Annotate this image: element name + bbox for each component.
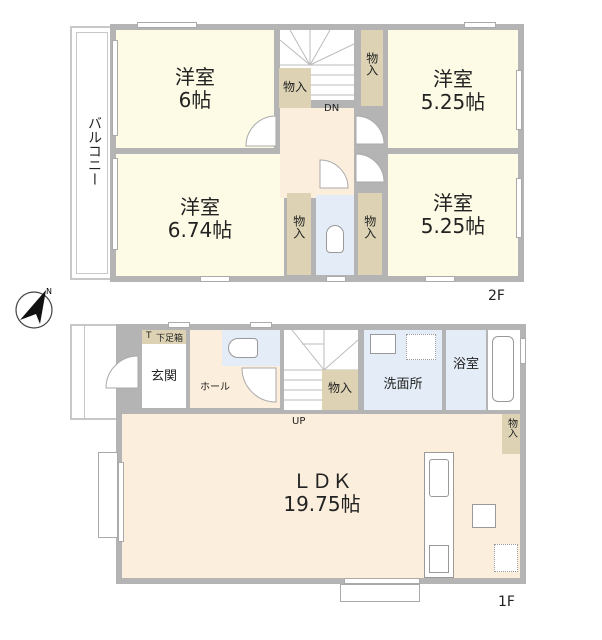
window <box>137 22 197 28</box>
room-size: 6.74帖 <box>167 218 233 242</box>
floor-2: バルコニー 洋室 6帖 洋室 6.74帖 洋室 5.25帖 洋室 5.25帖 <box>0 0 602 304</box>
room-size: 5.25帖 <box>420 90 486 114</box>
window <box>326 276 346 282</box>
appliance-space <box>494 544 518 572</box>
washer-space <box>406 334 436 360</box>
closet-1f-ldk: 物入 <box>502 414 520 454</box>
closet-2f-hall: 物入 <box>279 68 311 108</box>
window <box>516 70 522 130</box>
ldk-name: ＬＤＫ <box>292 469 352 493</box>
sink-icon <box>370 334 396 354</box>
window <box>464 22 496 28</box>
compass: N <box>14 284 58 330</box>
balcony-label: バルコニー <box>86 116 102 186</box>
window <box>520 338 526 364</box>
north-arrow-icon: N <box>15 287 53 329</box>
closet-1f-stair: 物入 <box>322 370 358 410</box>
shoe-box: T 下足箱 <box>142 330 186 344</box>
fridge-space <box>472 504 496 528</box>
room-western-5-25-lower: 洋室 5.25帖 <box>388 154 518 276</box>
stove-icon <box>429 545 449 573</box>
svg-text:N: N <box>46 287 52 296</box>
stairs-up-label: UP <box>292 416 306 427</box>
toilet-2f <box>316 195 354 275</box>
floor-1-label: 1F <box>498 594 515 610</box>
window <box>112 158 118 250</box>
window <box>118 462 124 542</box>
room-size: 5.25帖 <box>420 214 486 238</box>
toilet-door-swing <box>241 367 277 403</box>
closet-2f-lower-right: 物入 <box>358 193 382 275</box>
entrance: T 下足箱 玄関 <box>142 330 186 408</box>
window <box>425 276 455 282</box>
room-name: 洋室 <box>175 65 215 89</box>
window <box>250 322 272 328</box>
window-step <box>340 584 420 602</box>
kitchen-counter <box>424 452 454 578</box>
bathroom: 浴室 <box>446 330 486 410</box>
toilet-icon <box>228 338 258 358</box>
shoe-box-label: 下足箱 <box>156 334 184 344</box>
room-western-6-74: 洋室 6.74帖 <box>116 154 284 276</box>
stairs-down-label: DN <box>324 103 340 114</box>
washroom-label: 洗面所 <box>383 377 423 392</box>
bathtub <box>488 330 520 410</box>
closet-2f-lower-left: 物入 <box>287 193 311 275</box>
room-name: 洋室 <box>433 67 473 91</box>
closet-2f-upper-right: 物入 <box>361 30 383 106</box>
balcony: バルコニー <box>70 26 114 280</box>
room-western-5-25-upper: 洋室 5.25帖 <box>388 30 518 148</box>
entrance-label: 玄関 <box>150 369 177 384</box>
bathtub-icon <box>492 336 514 402</box>
ldk: UP ＬＤＫ 19.75帖 <box>122 414 520 578</box>
bathroom-label: 浴室 <box>452 357 479 372</box>
room-name: 洋室 <box>180 195 220 219</box>
window <box>200 276 230 282</box>
hall-label: ホール <box>200 382 230 393</box>
toilet-icon <box>326 225 344 253</box>
ldk-size: 19.75帖 <box>283 492 361 516</box>
room-size: 6帖 <box>178 88 212 112</box>
window <box>344 578 420 584</box>
room-name: 洋室 <box>433 191 473 215</box>
toilet-1f <box>222 330 280 366</box>
sink-icon <box>429 459 449 497</box>
floor-2-label: 2F <box>488 288 505 304</box>
window <box>168 322 190 328</box>
door-swings-2f <box>245 115 385 189</box>
window <box>516 178 522 238</box>
bay-window <box>98 452 118 538</box>
floor-1: T 下足箱 玄関 ホール 物入 <box>0 310 602 640</box>
window <box>112 40 118 136</box>
room-western-6: 洋室 6帖 <box>116 30 274 148</box>
washroom: 洗面所 <box>364 330 442 410</box>
entrance-door-swing <box>105 355 139 389</box>
